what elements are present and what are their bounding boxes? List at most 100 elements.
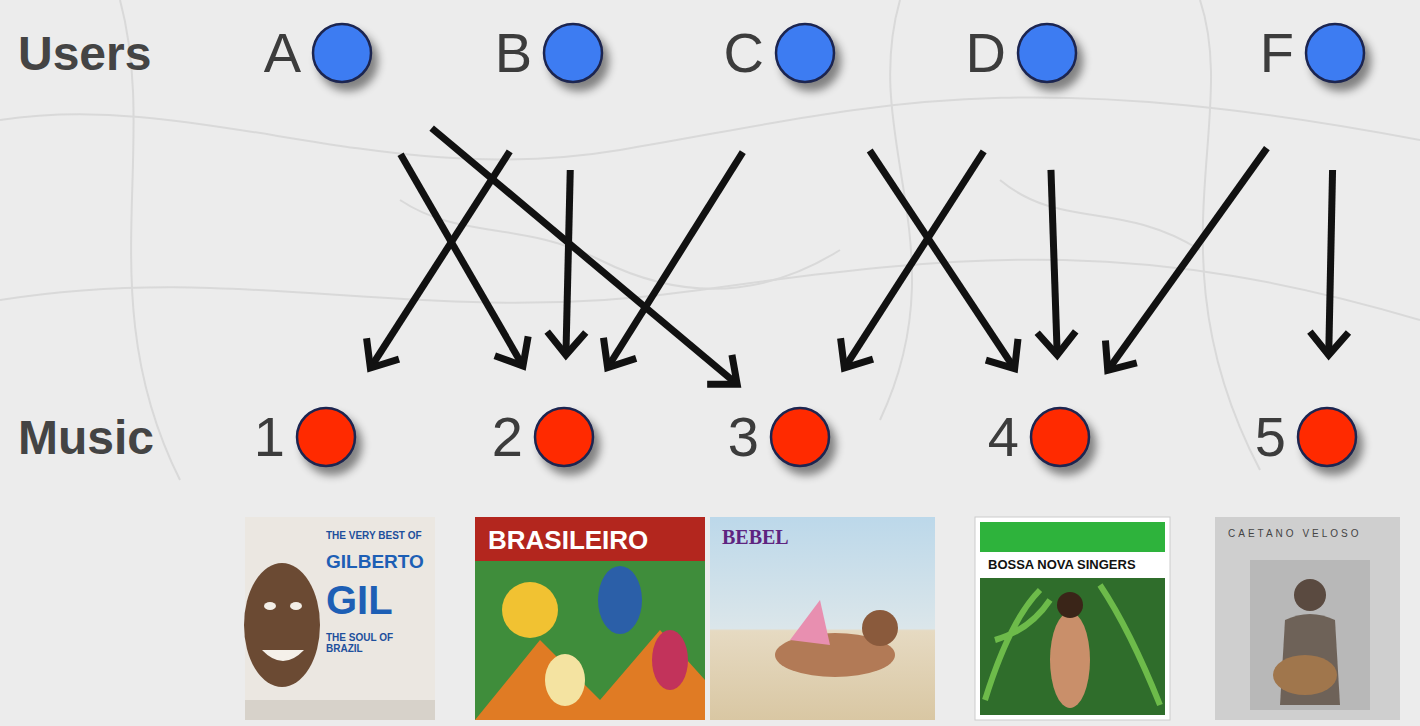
figure — [1050, 612, 1090, 708]
arrow-head — [1037, 331, 1076, 355]
node-disc — [771, 408, 829, 466]
arrow-shaft — [846, 151, 984, 365]
head — [862, 610, 898, 646]
user-node: C — [724, 21, 837, 85]
node-disc — [1031, 408, 1089, 466]
head — [1057, 592, 1083, 618]
legs — [790, 600, 830, 645]
cover-ground — [475, 517, 705, 720]
node-circle — [773, 21, 837, 85]
node-circle — [541, 21, 605, 85]
head — [1294, 579, 1326, 611]
node-circle — [532, 405, 596, 469]
arrow-shaft — [1109, 148, 1266, 368]
node-circle — [1028, 405, 1092, 469]
arrow-head — [986, 339, 1018, 369]
music-node: 1 — [254, 405, 358, 469]
cover-band — [980, 522, 1165, 552]
arrow-shaft — [609, 152, 743, 365]
music-node: 4 — [988, 405, 1092, 469]
row-label: Music — [18, 412, 154, 465]
arrow-connector — [1310, 170, 1349, 355]
arrow-connector — [547, 170, 586, 355]
cover-text: GILBERTO — [326, 552, 431, 573]
node-letter: A — [264, 25, 301, 81]
arrow-connector — [367, 151, 510, 368]
arrow-head — [1105, 340, 1136, 370]
cover-text: THE VERY BEST OF — [326, 530, 431, 541]
node-letter: B — [495, 25, 532, 81]
cover-text: GIL — [326, 578, 431, 622]
node-letter: C — [724, 25, 764, 81]
album-cover — [475, 517, 705, 720]
cover-band — [475, 517, 705, 561]
smile — [262, 650, 304, 661]
cover-title: BRASILEIRO — [488, 526, 698, 555]
node-disc — [544, 24, 602, 82]
arrow-shaft — [432, 128, 735, 382]
user-node: F — [1260, 21, 1367, 85]
arrow-head — [1310, 332, 1349, 355]
arrow-head — [367, 338, 399, 368]
arrow-shaft — [1329, 170, 1333, 352]
music-node: 2 — [492, 405, 596, 469]
user-node: B — [495, 21, 605, 85]
row-label: Users — [18, 28, 151, 81]
album-cover — [1215, 517, 1400, 720]
arrow-shaft — [566, 170, 570, 352]
node-letter: 3 — [728, 409, 759, 465]
cover-ground — [975, 517, 1170, 720]
arrow-connector — [1037, 170, 1076, 355]
cover-band — [245, 700, 435, 720]
cover-ground — [710, 517, 935, 720]
user-node: D — [966, 21, 1079, 85]
node-circle — [768, 405, 832, 469]
eye — [290, 602, 302, 610]
cover-ground — [1215, 517, 1400, 720]
cover-title: BOSSA NOVA SINGERS — [988, 558, 1163, 572]
arrow-connector — [401, 154, 529, 366]
face — [244, 563, 320, 687]
eye — [264, 602, 276, 610]
node-circle — [1015, 21, 1079, 85]
album-cover — [244, 517, 435, 720]
arrow-head — [707, 355, 737, 385]
arrow-head — [547, 332, 586, 355]
node-letter: 5 — [1255, 409, 1286, 465]
album-cover — [710, 517, 935, 720]
node-letter: 2 — [492, 409, 523, 465]
node-letter: D — [966, 25, 1006, 81]
foliage — [980, 578, 1165, 715]
arrow-head — [841, 338, 873, 368]
map-line — [1000, 180, 1200, 250]
album-cover — [975, 517, 1170, 720]
node-disc — [313, 24, 371, 82]
cover-title: BEBEL — [722, 526, 842, 548]
node-disc — [297, 408, 355, 466]
node-circle — [1295, 405, 1359, 469]
arrow-head — [603, 338, 636, 368]
figure — [652, 630, 688, 690]
arrow-connector — [432, 128, 738, 384]
map-watermark — [0, 0, 1420, 480]
arrow-connector — [841, 151, 984, 368]
arrow-connector — [870, 150, 1018, 368]
node-letter: F — [1260, 25, 1294, 81]
node-letter: 4 — [988, 409, 1019, 465]
cover-text: THE SOUL OF BRAZIL — [326, 632, 431, 654]
figure — [598, 566, 642, 634]
hills — [475, 630, 705, 720]
node-disc — [776, 24, 834, 82]
node-disc — [535, 408, 593, 466]
music-node: 3 — [728, 405, 832, 469]
arrow-shaft — [372, 151, 510, 365]
node-circle — [294, 405, 358, 469]
map-line — [1200, 0, 1260, 470]
node-circle — [1303, 21, 1367, 85]
node-disc — [1298, 408, 1356, 466]
node-disc — [1306, 24, 1364, 82]
cover-text: CAETANO VELOSO — [1228, 528, 1393, 539]
node-circle — [310, 21, 374, 85]
